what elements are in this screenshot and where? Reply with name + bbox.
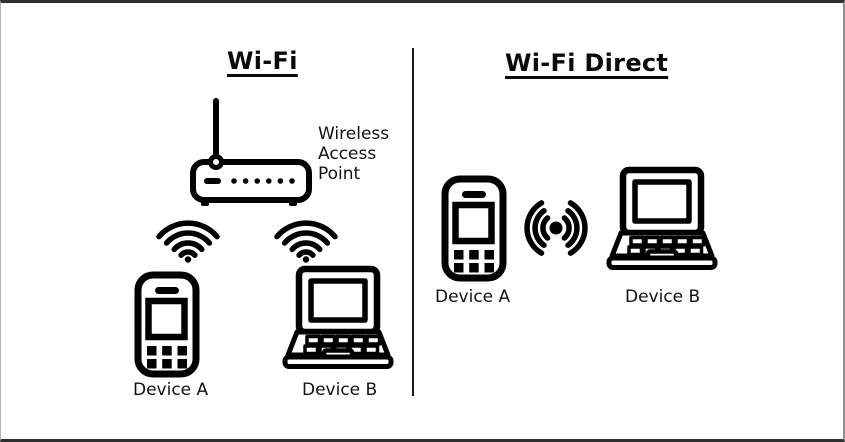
wifi-direct-panel: Wi-Fi Direct Device A Device B [413,3,844,439]
wifi-signal-icon [274,219,338,263]
mobile-phone-icon [441,175,507,282]
radio-waves-icon [519,198,593,258]
wireless-access-point-label: Wireless Access Point [318,124,390,184]
wifi-signal-icon [156,219,220,263]
device-b-label: Device B [302,380,378,400]
laptop-icon [282,265,394,375]
wifi-panel: Wi-Fi Wireless Access Point Device A Dev… [1,3,413,439]
device-a-label: Device A [133,380,209,400]
laptop-icon [606,166,718,276]
device-a-label: Device A [435,287,511,307]
wifi-direct-title: Wi-Fi Direct [505,49,669,77]
mobile-phone-icon [134,271,200,378]
panel-divider-line [412,48,414,396]
device-b-label: Device B [625,287,701,307]
wifi-title: Wi-Fi [227,47,298,75]
router-access-point-icon [189,96,313,208]
